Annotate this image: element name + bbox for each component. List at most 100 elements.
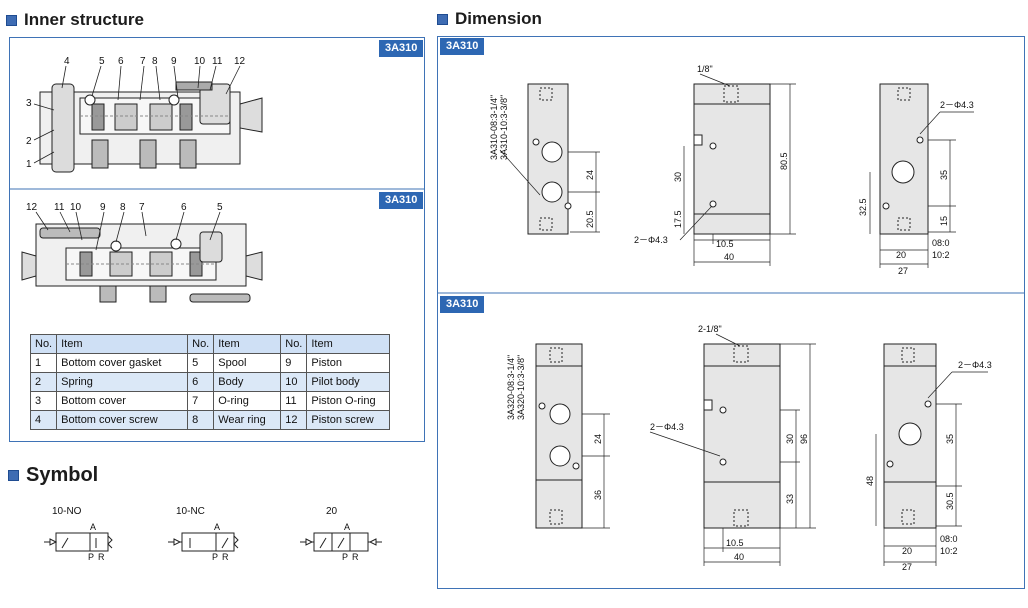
dim-top-front-view [499,83,600,235]
port-label: A [344,522,350,532]
dim-bottom-back-view [875,343,988,566]
table-cell: 10 [280,372,308,392]
table-cell: Wear ring [213,410,282,430]
port-label: R [98,552,105,562]
heading-square-icon [437,13,448,25]
dimension-label: 24 [593,434,603,444]
symbol-20: 20 A P R [300,506,382,562]
table-cell: 8 [187,410,215,430]
port-code: 10:2 [940,546,958,556]
port-code: 10:2 [932,250,950,260]
dim-top-side-view [679,73,796,266]
table-cell: 11 [280,391,308,411]
table-header-row: No. Item No. Item No. Item [29,334,391,354]
dimension-label: 40 [734,552,744,562]
dim-bottom-side-view [649,333,816,566]
table-header-cell: No. [187,334,215,354]
hole-label: 2－Φ4.3 [650,422,684,432]
dimension-label: 10.5 [726,538,744,548]
callout-number: 5 [99,56,105,67]
hole-label: 2－Φ4.3 [940,100,974,110]
callout-numbers-top: 4 5 6 7 8 9 10 11 12 3 2 1 [26,56,246,170]
callout-lines-top [33,65,241,164]
port-label: P [342,552,348,562]
valve-cross-section-bottom [21,223,263,303]
table-header-cell: No. [29,334,58,354]
model-code: 3A310-08:3-1/4" [489,95,499,160]
symbol-label: 20 [326,506,338,517]
port-label: P [88,552,94,562]
table-cell: 6 [187,372,215,392]
table-row: 2 Spring 6 Body 10 Pilot body [29,372,391,392]
dimension-label: 20 [902,546,912,556]
symbol-title: Symbol [26,464,99,486]
dim-bottom-front-view [535,343,610,529]
dimension-label: 40 [724,252,734,262]
dimension-label: 27 [898,266,908,276]
table-cell: 4 [29,410,58,430]
port-code: 08:0 [940,534,958,544]
port-label: P [212,552,218,562]
dimension-label: 10.5 [716,239,734,249]
table-cell: 3 [29,391,58,411]
table-cell: 5 [187,353,215,373]
callout-number: 12 [234,56,246,67]
dimension-label: 35 [939,170,949,180]
valve-symbol-icon [44,532,113,552]
table-cell: 9 [280,353,308,373]
model-tag: 3A310 [379,192,424,209]
callout-number: 3 [26,98,32,109]
valve-symbol-icon [300,532,382,552]
table-header-cell: Item [306,334,391,354]
port-label: A [90,522,96,532]
callout-number: 8 [120,202,126,213]
table-row: 4 Bottom cover screw 8 Wear ring 12 Pist… [29,410,391,430]
hole-label: 2－Φ4.3 [958,360,992,370]
dimension-label: 32.5 [858,198,868,216]
heading-square-icon [8,470,19,481]
port-label: 1/8" [697,64,713,74]
dimension-label: 27 [902,562,912,572]
callout-number: 9 [171,56,177,67]
port-label: R [352,552,359,562]
callout-number: 12 [26,202,38,213]
dimension-label: 17.5 [673,210,683,228]
model-code: 3A320-08:3-1/4" [506,355,516,420]
valve-cross-section-top [39,81,263,173]
table-cell: Spool [213,353,282,373]
table-cell: Bottom cover screw [56,410,189,430]
table-cell: 1 [29,353,58,373]
dimension-label: 35 [945,434,955,444]
dimension-label: 80.5 [779,152,789,170]
table-cell: Body [213,372,282,392]
callout-number: 5 [217,202,223,213]
dimension-label: 33 [785,494,795,504]
table-cell: Pilot body [306,372,391,392]
symbol-10-no: 10-NO A P R [44,506,113,562]
callout-number: 11 [54,202,65,213]
valve-symbol-icon [168,532,239,552]
inner-structure-heading: Inner structure [6,10,144,30]
dimension-label: 30 [673,172,683,182]
callout-number: 4 [64,56,70,67]
dimension-label: 24 [585,170,595,180]
symbol-label: 10-NC [176,506,205,517]
hole-label: 2－Φ4.3 [634,235,668,245]
dim-top-back-view [869,83,974,268]
dimension-label: 30.5 [945,492,955,510]
callout-number: 6 [118,56,124,67]
symbol-heading: Symbol [8,464,98,487]
model-tag: 3A310 [440,38,485,55]
table-row: 1 Bottom cover gasket 5 Spool 9 Piston [29,353,391,373]
model-tag: 3A310 [379,40,424,57]
table-header-cell: No. [280,334,308,354]
callout-number: 6 [181,202,187,213]
dimension-label: 48 [865,476,875,486]
table-cell: Piston [306,353,391,373]
callout-number: 7 [140,56,146,67]
inner-structure-title: Inner structure [24,10,144,29]
model-tag: 3A310 [440,296,485,313]
table-cell: Piston screw [306,410,391,430]
dimension-label: 96 [799,434,809,444]
